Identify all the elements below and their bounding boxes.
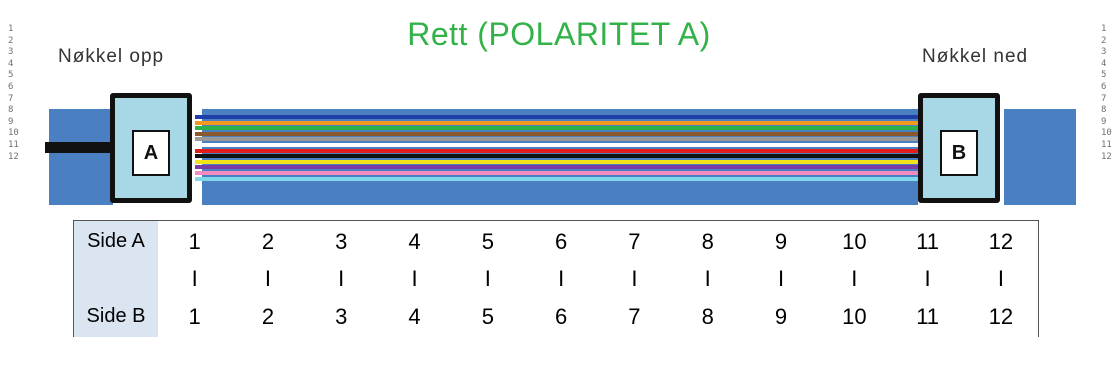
fiber-number: 12 [988,303,1014,329]
fiber-number: 5 [481,228,494,254]
separator-header-cell [73,262,158,296]
row-number: 10 [1101,128,1112,139]
fiber-strand [195,120,925,125]
cable-jacket-left [49,109,113,205]
fiber-link-marker: I [338,266,345,291]
cable-black-wire [45,142,115,153]
row-number: 4 [8,58,14,69]
row-number: 11 [8,139,19,150]
fiber-strand [195,159,925,164]
fiber-number: 9 [774,228,788,254]
fiber-strand [195,115,925,119]
connector-a: A [110,93,192,203]
fiber-number: 4 [408,228,421,254]
key-down-label: Nøkkel ned [922,46,1029,67]
fiber-number: 3 [335,228,348,254]
fiber-number: 3 [335,303,348,329]
row-number: 10 [8,128,19,139]
row-number: 2 [1101,35,1107,46]
fiber-link-marker: I [924,266,931,291]
fiber-number: 2 [261,228,275,254]
row-number: 1 [8,24,14,34]
fiber-number: 11 [916,303,940,329]
fiber-link-marker: I [558,266,565,291]
fiber-link-marker: I [704,266,711,291]
fiber-strand [195,148,925,153]
row-number: 5 [8,70,14,81]
row-number: 3 [1101,47,1107,58]
fiber-number: 11 [916,228,940,254]
fiber-number: 4 [408,303,421,329]
fiber-number: 6 [555,228,568,254]
connector-a-label: A [132,130,170,176]
row-number: 9 [1101,116,1107,127]
fiber-number: 6 [555,303,568,329]
fiber-number: 1 [188,228,201,254]
fiber-strand [195,171,925,175]
fiber-number: 1 [188,303,201,329]
fiber-number: 7 [628,303,641,329]
fiber-strand [195,154,925,159]
row-number: 4 [1101,58,1107,69]
fiber-bundle [195,115,925,185]
side-b-header: Side B [73,296,158,337]
cable-jacket-right [1004,109,1076,205]
fiber-link-marker: I [484,266,491,291]
row-number: 12 [8,151,19,162]
side-a-header: Side A [73,220,158,262]
row-number: 7 [8,93,14,104]
fiber-strand [195,137,925,142]
fiber-strand [195,143,925,147]
row-number: 8 [1101,105,1107,116]
fiber-strand [195,176,925,181]
row-number: 12 [1101,151,1112,162]
fiber-number: 8 [701,228,714,254]
row-number: 7 [1101,93,1107,104]
fiber-link-marker: I [997,266,1004,291]
row-number: 9 [8,116,14,127]
row-number: 11 [1101,139,1112,150]
fiber-number: 10 [842,303,867,329]
fiber-number: 10 [842,228,867,254]
connector-b-label: B [940,130,978,176]
fiber-strand [195,131,925,136]
fiber-link-marker: I [631,266,638,291]
row-number: 6 [1101,81,1107,92]
fiber-link-marker: I [777,266,785,291]
fiber-link-marker: I [411,266,418,291]
fiber-link-marker: I [191,266,198,291]
key-up-label: Nøkkel opp [58,46,165,67]
fiber-link-marker: I [264,266,271,291]
fiber-strand [195,165,925,170]
row-number: 2 [8,35,14,46]
fiber-number: 5 [481,303,494,329]
fiber-number: 12 [988,228,1014,254]
fiber-number: 7 [628,228,641,254]
diagram-title: Rett (POLARITET A) [407,16,711,52]
fiber-strand [195,126,925,131]
fiber-number: 8 [701,303,714,329]
fiber-number: 2 [261,303,275,329]
connector-b: B [918,93,1000,203]
row-number: 1 [1101,24,1107,34]
fiber-number: 9 [774,303,788,329]
row-number: 3 [8,47,14,58]
row-number: 8 [8,105,14,116]
row-number: 6 [8,81,14,92]
fiber-link-marker: I [851,266,858,291]
row-number: 5 [1101,70,1107,81]
